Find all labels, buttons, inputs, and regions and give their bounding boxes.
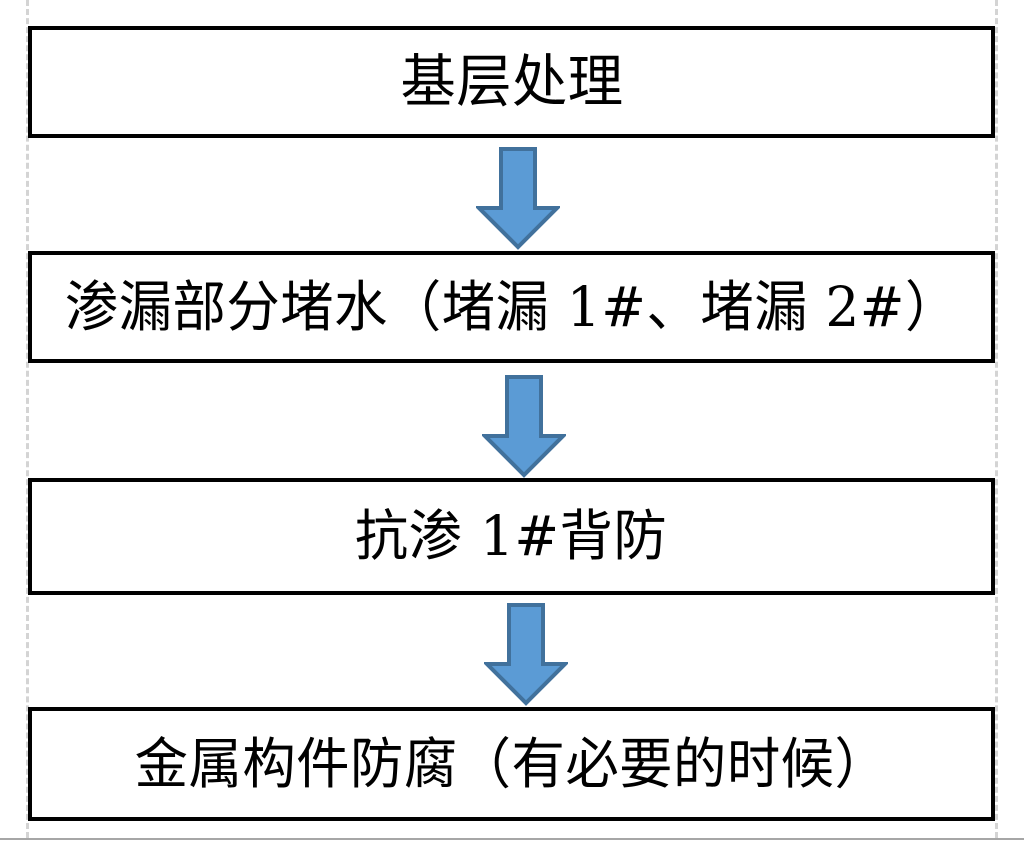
- node-label: 基层处理: [399, 48, 624, 115]
- left-margin-guide: [26, 0, 29, 838]
- arrow-down-icon: [482, 374, 566, 478]
- process-node-leak-plugging[interactable]: 渗漏部分堵水（堵漏 1#、堵漏 2#）: [28, 251, 995, 363]
- node-label: 渗漏部分堵水（堵漏 1#、堵漏 2#）: [64, 274, 959, 339]
- process-node-metal-anticorrosion[interactable]: 金属构件防腐（有必要的时候）: [28, 707, 995, 821]
- node-label: 金属构件防腐（有必要的时候）: [134, 731, 889, 796]
- process-node-impermeable-backing[interactable]: 抗渗 1#背防: [28, 478, 995, 595]
- node-label: 抗渗 1#背防: [355, 504, 668, 568]
- arrow-down-icon: [484, 602, 568, 706]
- process-node-base-treatment[interactable]: 基层处理: [28, 26, 995, 138]
- right-margin-guide: [995, 0, 998, 838]
- arrow-down-icon: [476, 146, 560, 250]
- bottom-divider: [0, 838, 1024, 840]
